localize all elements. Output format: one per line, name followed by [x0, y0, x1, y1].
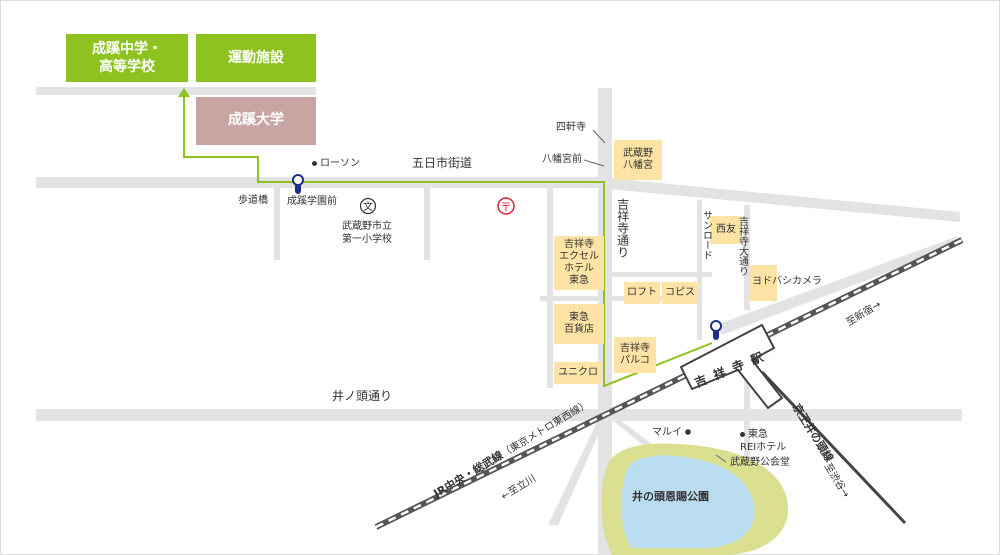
- route-arrow: [178, 88, 190, 97]
- itsukaichi-label: 五日市街道: [412, 156, 473, 170]
- lawson-label: ローソン: [312, 159, 360, 169]
- leader-kokaido: [715, 454, 727, 463]
- hachimangu-building: 武蔵野 八幡宮: [614, 140, 662, 180]
- tokyu-dept-building: 東急 百貨店: [554, 304, 604, 344]
- sports-facility-box[interactable]: 運動施設: [196, 34, 316, 82]
- tokyu-rei-dot: [740, 431, 745, 437]
- svg-text:〒: 〒: [501, 201, 512, 214]
- marui-label: マルイ: [652, 427, 682, 438]
- inokashira-road: [36, 409, 962, 421]
- south-road-3: [744, 380, 750, 480]
- bus-stop-icon-station: [710, 320, 722, 340]
- school-label: 武蔵野市立 第一小学校: [342, 221, 392, 245]
- seiyu-building: 西友: [710, 216, 742, 244]
- shikenji-label: 四軒寺: [556, 122, 586, 133]
- top-road: [36, 87, 316, 95]
- odori-road: [744, 205, 750, 310]
- tokyu-rei-label: 東急 REIホテル: [740, 429, 787, 453]
- bus-stop-label: 成蹊学園前: [287, 196, 337, 207]
- side-road-1: [424, 188, 430, 260]
- roads-layer: [36, 87, 962, 555]
- leader-hachimangu: [583, 159, 605, 167]
- loft-building: ロフト: [624, 282, 660, 304]
- kokaido-label: 武蔵野公会堂: [730, 457, 790, 468]
- side-road-h2: [612, 272, 712, 277]
- inokashira-label: 井ノ頭通り: [332, 389, 393, 403]
- svg-text:文: 文: [363, 200, 373, 213]
- keio-line: [760, 370, 907, 525]
- jr-line: [374, 237, 964, 530]
- diagonal-road-ne: [716, 236, 962, 335]
- bus-stop-icon-seikei: [292, 174, 304, 194]
- walking-route: [183, 95, 713, 388]
- side-road-2: [274, 188, 280, 260]
- post-office-icon: 〒: [497, 197, 515, 215]
- park-label: 井の頭恩賜公園: [632, 490, 709, 503]
- hachimangu-mae-label: 八幡宮前: [542, 154, 582, 165]
- excel-hotel-building: 吉祥寺 エクセル ホテル 東急: [554, 236, 604, 290]
- kichijoji-dori-label: 吉祥寺通り: [615, 198, 630, 258]
- school-icon: 文: [359, 197, 377, 215]
- leader-shikenji: [592, 129, 606, 144]
- sun-road: [697, 200, 702, 340]
- station-shape: [679, 323, 784, 410]
- university-box[interactable]: 成蹊大学: [196, 97, 316, 145]
- marui-dot: [685, 429, 691, 435]
- side-road-3: [547, 188, 553, 388]
- yodobashi-label: ヨドバシカメラ: [752, 276, 822, 287]
- uniqlo-building: ユニクロ: [554, 362, 602, 384]
- south-road-left: [548, 420, 605, 525]
- seikei-school-box[interactable]: 成蹊中学・ 高等学校: [66, 34, 188, 82]
- yodobashi-building: [749, 265, 777, 301]
- pond: [621, 455, 755, 548]
- sun-road-label: サンロード: [700, 210, 712, 260]
- footbridge-label: 歩道橋: [238, 195, 268, 206]
- side-road-h1: [540, 296, 700, 301]
- kichijoji-odori-label: 吉祥寺大通り: [736, 216, 748, 276]
- parco-building: 吉祥寺 パルコ: [614, 337, 656, 373]
- lawson-dot: [312, 160, 317, 166]
- itsukaichi-road: [36, 177, 960, 222]
- copis-building: コピス: [662, 282, 698, 304]
